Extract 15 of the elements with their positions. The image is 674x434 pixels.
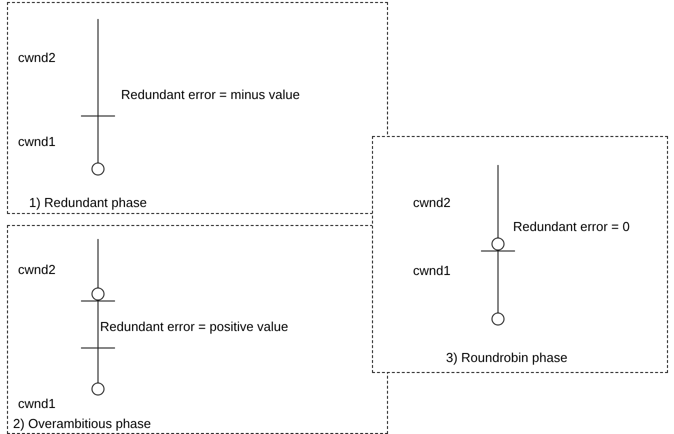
error-label: Redundant error = 0 xyxy=(513,219,630,234)
axis-label: cwnd1 xyxy=(413,263,451,278)
error-label: Redundant error = positive value xyxy=(100,319,288,334)
axis-label: cwnd1 xyxy=(18,134,56,149)
dashed-panel xyxy=(372,136,668,373)
panel-title: 1) Redundant phase xyxy=(29,195,147,210)
dashed-panel xyxy=(7,225,388,434)
axis-label: cwnd1 xyxy=(18,396,56,411)
error-label: Redundant error = minus value xyxy=(121,87,300,102)
dashed-panel xyxy=(7,2,388,214)
panel-title: 3) Roundrobin phase xyxy=(446,350,568,365)
axis-label: cwnd2 xyxy=(18,50,56,65)
panel-title: 2) Overambitious phase xyxy=(13,416,152,431)
axis-label: cwnd2 xyxy=(413,195,451,210)
axis-label: cwnd2 xyxy=(18,262,56,277)
